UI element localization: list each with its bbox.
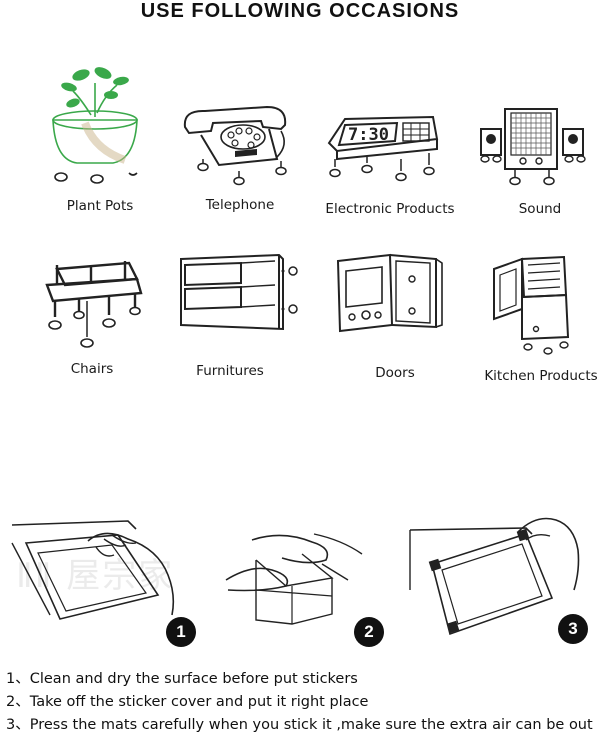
occasion-label: Kitchen Products [484,368,598,384]
step-number: 1、 [6,671,30,687]
electronic-clock-icon: 7:30 [327,115,439,182]
telephone-icon [183,105,287,186]
step-text: Press the mats carefully when you stick … [29,717,593,733]
plant-pot-icon [52,67,138,184]
step-3-illustration [409,517,580,636]
clock-display-text: 7:30 [348,125,389,145]
step-badge-2: 2 [354,617,384,647]
step-text: Take off the sticker cover and put it ri… [29,694,369,710]
step-badge-3: 3 [558,614,588,644]
step-badge-1: 1 [166,617,196,647]
occasion-label: Plant Pots [66,198,134,214]
speaker-system-icon [480,108,586,186]
occasion-label: Telephone [205,197,275,213]
instructions-list: 1、Clean and dry the surface before put s… [6,668,596,737]
step-number: 3、 [6,717,30,733]
occasion-label: Sound [518,201,562,217]
step-text: Clean and dry the surface before put sti… [29,671,358,687]
instruction-step-2: 2、Take off the sticker cover and put it … [6,691,596,714]
instruction-step-3: 3、Press the mats carefully when you stic… [6,714,596,737]
door-icon [336,253,443,333]
step-number: 2、 [6,694,30,710]
occasion-label: Electronic Products [325,201,455,217]
step-2-illustration [225,533,363,625]
refrigerator-icon [493,255,570,355]
occasion-label: Furnitures [196,363,264,379]
step-1-illustration [11,520,175,620]
occasion-label: Doors [375,365,415,381]
chair-icon [45,261,143,348]
occasion-label: Chairs [70,361,114,377]
instruction-step-1: 1、Clean and dry the surface before put s… [6,668,596,691]
drawer-cabinet-icon [180,253,298,331]
page-title: USE FOLLOWING OCCASIONS [140,0,460,22]
